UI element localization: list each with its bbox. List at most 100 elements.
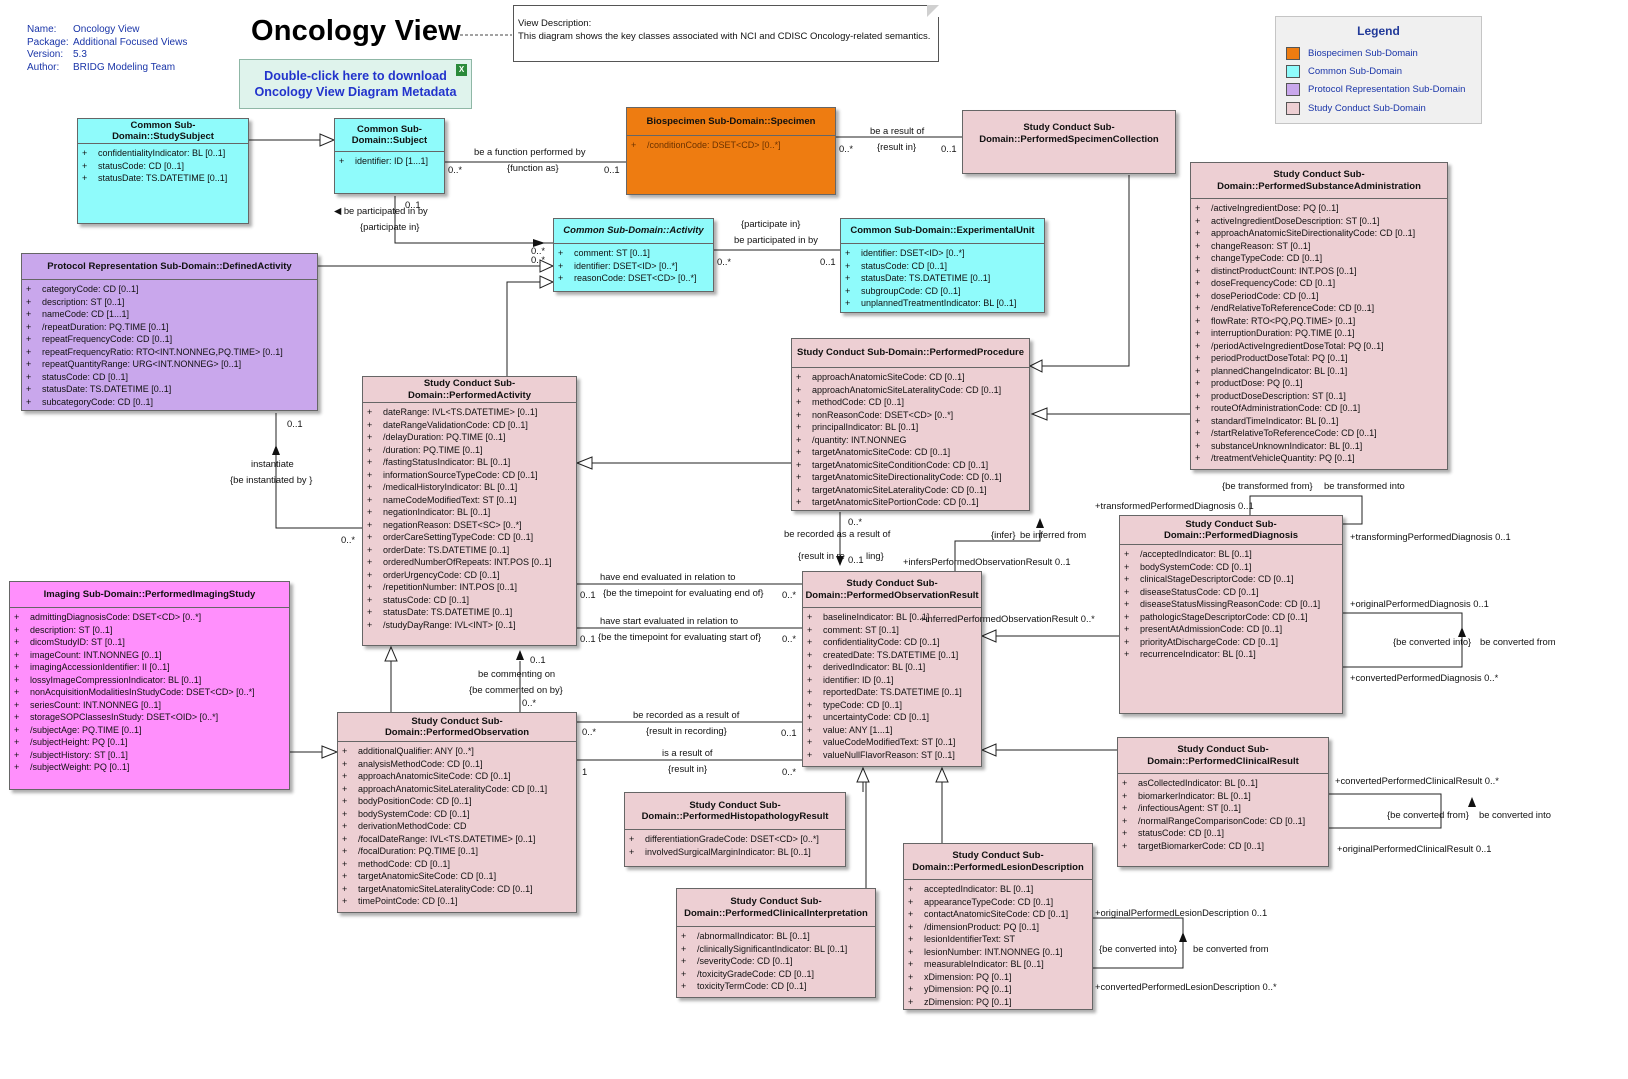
public-visibility-icon: + xyxy=(342,846,348,856)
public-visibility-icon: + xyxy=(845,285,851,296)
class-attribute: +orderCareSettingTypeCode: CD [0..1] xyxy=(367,531,576,544)
class-performed-histopathology-result[interactable]: Study Conduct Sub-Domain::PerformedHisto… xyxy=(624,792,846,867)
attribute-text: /startRelativeToReferenceCode: CD [0..1] xyxy=(1211,428,1377,438)
attribute-text: targetBiomarkerCode: CD [0..1] xyxy=(1138,840,1265,851)
class-experimental-unit[interactable]: Common Sub-Domain::ExperimentalUnit+iden… xyxy=(840,218,1045,313)
view-description-note[interactable]: View Description: This diagram shows the… xyxy=(513,5,939,62)
class-study-subject[interactable]: Common Sub-Domain::StudySubject+confiden… xyxy=(77,118,249,224)
attribute-text: doseFrequencyCode: CD [0..1] xyxy=(1211,278,1336,288)
class-title-text: Common Sub-Domain::StudySubject xyxy=(112,119,214,143)
attribute-text: bodySystemCode: CD [0..1] xyxy=(358,808,470,819)
attribute-text: categoryCode: CD [0..1] xyxy=(42,284,139,294)
public-visibility-icon: + xyxy=(1124,586,1130,597)
public-visibility-icon: + xyxy=(367,419,373,430)
class-attribute: +statusCode: CD [0..1] xyxy=(26,371,317,384)
class-attribute: +imageCount: INT.NONNEG [0..1] xyxy=(14,649,289,662)
attribute-text: comment: ST [0..1] xyxy=(823,624,899,635)
public-visibility-icon: + xyxy=(807,749,813,760)
class-attribute: +reportedDate: TS.DATETIME [0..1] xyxy=(807,686,981,699)
class-title: Study Conduct Sub-Domain::PerformedHisto… xyxy=(625,793,845,830)
attribute-text: biomarkerIndicator: BL [0..1] xyxy=(1138,790,1251,801)
edge-label: be commenting on xyxy=(478,668,556,679)
meta-key: Package: xyxy=(27,36,69,48)
attribute-text: priorityAtDischargeCode: CD [0..1] xyxy=(1140,636,1279,647)
class-performed-clinical-result[interactable]: Study Conduct Sub-Domain::PerformedClini… xyxy=(1117,737,1329,867)
class-attribute: +/abnormalIndicator: BL [0..1] xyxy=(681,930,875,943)
class-attribute: +methodCode: CD [0..1] xyxy=(796,396,1029,409)
class-performed-imaging-study[interactable]: Imaging Sub-Domain::PerformedImagingStud… xyxy=(9,581,290,790)
public-visibility-icon: + xyxy=(1195,365,1201,376)
public-visibility-icon: + xyxy=(1195,290,1201,301)
attribute-text: flowRate: RTO<PQ,PQ.TIME> [0..1] xyxy=(1211,315,1356,326)
attribute-text: repeatQuantityRange: URG<INT.NONNEG> [0.… xyxy=(42,359,242,369)
edge-label: 0..1 xyxy=(287,418,303,429)
public-visibility-icon: + xyxy=(14,762,20,772)
public-visibility-icon: + xyxy=(342,771,348,781)
class-performed-diagnosis[interactable]: Study Conduct Sub-Domain::PerformedDiagn… xyxy=(1119,515,1343,714)
attribute-text: statusCode: CD [0..1] xyxy=(1138,828,1225,838)
class-attribute: +approachAnatomicSiteCode: CD [0..1] xyxy=(342,770,576,783)
class-specimen[interactable]: Biospecimen Sub-Domain::Specimen+/condit… xyxy=(626,107,836,195)
public-visibility-icon: + xyxy=(342,808,348,819)
class-attribute: +diseaseStatusMissingReasonCode: CD [0..… xyxy=(1124,598,1342,611)
class-attribute: +uncertaintyCode: CD [0..1] xyxy=(807,711,981,724)
download-metadata-button[interactable]: X Double-click here to download Oncology… xyxy=(239,59,472,109)
class-attribute: +repeatQuantityRange: URG<INT.NONNEG> [0… xyxy=(26,358,317,371)
legend-label: Common Sub-Domain xyxy=(1308,66,1402,78)
attribute-text: acceptedIndicator: BL [0..1] xyxy=(924,884,1034,894)
edge-label: be transformed into xyxy=(1324,480,1405,491)
public-visibility-icon: + xyxy=(629,834,635,844)
public-visibility-icon: + xyxy=(1122,828,1128,838)
attribute-text: xDimension: PQ [0..1] xyxy=(924,971,1012,982)
class-performed-lesion-description[interactable]: Study Conduct Sub-Domain::PerformedLesio… xyxy=(903,843,1093,1010)
class-performed-procedure[interactable]: Study Conduct Sub-Domain::PerformedProce… xyxy=(791,338,1030,511)
public-visibility-icon: + xyxy=(367,469,373,480)
class-performed-activity[interactable]: Study Conduct Sub-Domain::PerformedActiv… xyxy=(362,376,577,646)
edge-label: 0..1 xyxy=(580,633,596,644)
attribute-text: /subjectHeight: PQ [0..1] xyxy=(30,737,128,747)
class-attribute: +pathologicStageDescriptorCode: CD [0..1… xyxy=(1124,611,1342,624)
class-attribute: +targetBiomarkerCode: CD [0..1] xyxy=(1122,840,1328,853)
meta-value: BRIDG Modeling Team xyxy=(73,61,176,73)
edge-label: {result in re xyxy=(798,550,845,561)
attribute-text: approachAnatomicSiteCode: CD [0..1] xyxy=(812,372,965,382)
class-subject[interactable]: Common Sub-Domain::Subject+identifier: I… xyxy=(334,118,445,194)
attribute-text: /abnormalIndicator: BL [0..1] xyxy=(697,931,810,941)
class-performed-observation-result[interactable]: Study Conduct Sub-Domain::PerformedObser… xyxy=(802,571,982,767)
class-performed-clinical-interpretation[interactable]: Study Conduct Sub-Domain::PerformedClini… xyxy=(676,888,876,998)
edge-label: {result in} xyxy=(877,141,917,152)
public-visibility-icon: + xyxy=(908,971,914,982)
public-visibility-icon: + xyxy=(629,846,635,857)
class-title-text: Protocol Representation Sub-Domain::Defi… xyxy=(47,260,292,272)
class-performed-observation[interactable]: Study Conduct Sub-Domain::PerformedObser… xyxy=(337,712,577,913)
class-attribute: +dosePeriodCode: CD [0..1] xyxy=(1195,290,1447,303)
class-attribute: +typeCode: CD [0..1] xyxy=(807,699,981,712)
class-defined-activity[interactable]: Protocol Representation Sub-Domain::Defi… xyxy=(21,253,318,411)
attribute-text: /acceptedIndicator: BL [0..1] xyxy=(1140,549,1252,559)
class-attribute: +/subjectWeight: PQ [0..1] xyxy=(14,761,289,774)
class-attributes: +confidentialityIndicator: BL [0..1]+sta… xyxy=(78,144,248,185)
edge-label: have end evaluated in relation to xyxy=(600,571,736,582)
class-attribute: +acceptedIndicator: BL [0..1] xyxy=(908,883,1092,896)
edge-label: 0..* xyxy=(839,143,854,154)
class-performed-substance-administration[interactable]: Study Conduct Sub-Domain::PerformedSubst… xyxy=(1190,162,1448,470)
attribute-text: /fastingStatusIndicator: BL [0..1] xyxy=(383,457,511,467)
class-title: Imaging Sub-Domain::PerformedImagingStud… xyxy=(10,582,289,608)
class-attribute: +statusCode: CD [0..1] xyxy=(367,594,576,607)
class-performed-specimen-collection[interactable]: Study Conduct Sub-Domain::PerformedSpeci… xyxy=(962,110,1176,174)
class-attributes: +identifier: ID [1...1] xyxy=(335,152,444,168)
class-activity[interactable]: Common Sub-Domain::Activity+comment: ST … xyxy=(553,218,714,292)
attribute-text: nonAcquisitionModalitiesInStudyCode: DSE… xyxy=(30,687,255,697)
class-attribute: +bodySystemCode: CD [0..1] xyxy=(1124,561,1342,574)
edge-label: 0..1 xyxy=(941,143,957,154)
public-visibility-icon: + xyxy=(26,346,32,357)
edge-label: instantiate xyxy=(251,458,294,469)
public-visibility-icon: + xyxy=(26,309,32,319)
class-attribute: +presentAtAdmissionCode: CD [0..1] xyxy=(1124,623,1342,636)
attribute-text: clinicalStageDescriptorCode: CD [0..1] xyxy=(1140,574,1294,584)
edge-label: 0..* xyxy=(448,164,463,175)
class-attribute: +distinctProductCount: INT.POS [0..1] xyxy=(1195,265,1447,278)
edge-label: 0..* xyxy=(782,766,797,777)
edge-label: {be converted into} xyxy=(1393,636,1472,647)
attribute-text: targetAnatomicSiteCode: CD [0..1] xyxy=(358,871,497,881)
